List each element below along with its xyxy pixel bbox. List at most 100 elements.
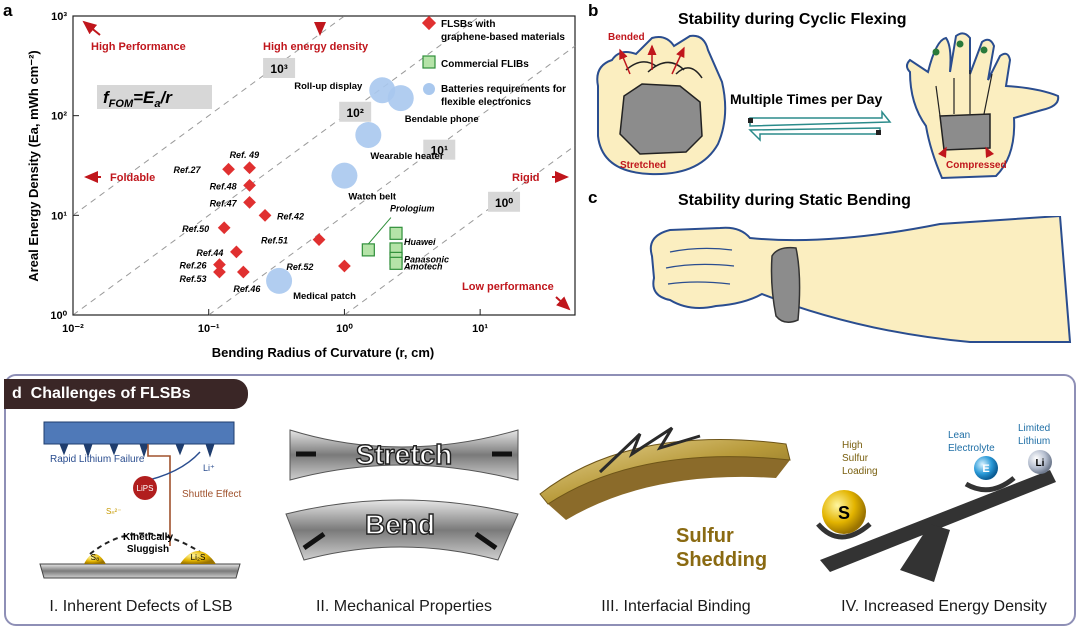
- device-label: Wearable heater: [370, 151, 444, 162]
- fingertip-dot-3: [980, 46, 988, 54]
- label-high-performance: High Performance: [91, 41, 186, 53]
- flsb-label: Ref.46: [233, 284, 261, 294]
- device-point: [266, 267, 293, 294]
- label-sulfur: Sulfur: [676, 525, 734, 547]
- flsb-label: Ref.47: [210, 198, 238, 208]
- flsb-point: [213, 258, 226, 272]
- flib-label: Prologium: [390, 203, 435, 213]
- flib-point: [361, 243, 375, 257]
- sulfur-ball: [822, 490, 866, 534]
- label-shedding: Shedding: [676, 549, 767, 571]
- flib-label: Huawei: [404, 237, 436, 247]
- device-point: [331, 162, 358, 189]
- label-lean: Lean: [948, 430, 970, 441]
- left-pan: [816, 522, 872, 540]
- panel-b-letter: b: [588, 1, 599, 20]
- label-rigid: Rigid: [512, 172, 540, 184]
- flsb-label: Ref.26: [179, 261, 207, 271]
- label-stretched: Stretched: [620, 160, 666, 171]
- fom-label-box: [488, 191, 521, 212]
- flib-point: [389, 226, 403, 240]
- label-e-ball: E: [982, 463, 989, 475]
- flsb-point: [213, 265, 226, 279]
- label-low-performance: Low performance: [462, 281, 554, 293]
- panel-d-frame: [4, 374, 1076, 626]
- label-limited: Limited: [1018, 423, 1050, 434]
- fom-line: [72, 15, 345, 216]
- y-tick-label: 10³: [51, 11, 67, 23]
- legend-label-flsb-line2: graphene-based materials: [441, 32, 565, 43]
- flsb-point: [230, 245, 243, 259]
- open-hand: [906, 32, 1060, 180]
- label-compressed: Compressed: [946, 160, 1007, 171]
- bend-arrows: [302, 531, 498, 551]
- arrow-forward: [749, 109, 892, 127]
- device-label: Medical patch: [293, 291, 356, 302]
- device-label: Watch belt: [348, 192, 397, 203]
- fom-label: 10²: [347, 106, 364, 120]
- panel-c-title: Stability during Static Bending: [678, 192, 911, 209]
- fom-line: [208, 45, 576, 316]
- battery-stretched: [619, 83, 703, 155]
- balance-beam: [820, 470, 1056, 572]
- item-energy-density: High Sulfur Loading Lean Electrolyte Lim…: [816, 423, 1056, 582]
- flsb-label: Ref.42: [277, 211, 304, 221]
- bend-arrow-1: [619, 48, 631, 75]
- panel-d-tab: d Challenges of FLSBs: [4, 379, 248, 409]
- label-kinetically: Kinetically: [123, 532, 173, 543]
- low-performance-arrow: [555, 296, 571, 311]
- legend-marker-device: [423, 83, 435, 95]
- lithium-anode: [43, 421, 235, 445]
- bend-bar: [285, 499, 519, 561]
- electrolyte-ball: [974, 456, 998, 480]
- caption-interfacial: III. Interfacial Binding: [601, 598, 751, 615]
- flsb-point: [243, 161, 256, 175]
- caption-inherent-defects: I. Inherent Defects of LSB: [49, 598, 233, 615]
- item-mechanical: Stretch Bend: [285, 429, 519, 561]
- s8-dome: [84, 554, 106, 564]
- lithium-ball: [1028, 450, 1052, 474]
- label-rapid-lithium: Rapid Lithium Failure: [50, 454, 145, 465]
- label-li2s: Li₂S: [191, 553, 206, 562]
- lips-ball: [133, 476, 157, 500]
- label-high-energy: High energy density: [263, 41, 369, 53]
- label-s8: S₈: [91, 553, 100, 562]
- device-point: [355, 121, 382, 148]
- compress-arrow-1: [937, 146, 947, 159]
- fingertip-dot-1: [932, 48, 940, 56]
- flib-label: Amotech: [403, 261, 443, 271]
- label-high: High: [842, 440, 863, 451]
- item-inherent-defects: Rapid Lithium Failure Li⁺ LiPS Shuttle E…: [39, 421, 242, 579]
- flib-point: [389, 256, 403, 270]
- fom-label: 10¹: [431, 144, 448, 158]
- fom-lines: [72, 15, 576, 316]
- flsb-label: Ref.51: [261, 236, 288, 246]
- panel-d-letter: d: [12, 385, 22, 402]
- flsb-label: Ref.27: [174, 165, 202, 175]
- kinetic-path: [89, 532, 201, 555]
- legend-label-flsb-line1: FLSBs with: [441, 19, 495, 30]
- x-tick-label: 10⁰: [336, 323, 353, 335]
- label-lithium: Lithium: [1018, 436, 1050, 447]
- label-lips: LiPS: [137, 484, 154, 493]
- finger-wires: [935, 70, 993, 117]
- label-loading: Loading: [842, 466, 878, 477]
- flsb-point: [236, 265, 250, 279]
- panel-b-title: Stability during Cyclic Flexing: [678, 11, 907, 28]
- hands-illustration: Bended Stretched Multiple Times per Day …: [596, 32, 1060, 180]
- arrow-dot-2: [876, 130, 881, 135]
- fom-label-box: [423, 139, 456, 160]
- y-axis-title: Areal Energy Density (Ea, mWh cm⁻²): [26, 50, 41, 282]
- flsb-label: Ref.53: [179, 274, 206, 284]
- flsb-point: [243, 195, 256, 209]
- fom-line: [344, 145, 576, 316]
- dendrites: [59, 443, 215, 458]
- x-tick-label: 10⁻¹: [198, 323, 220, 335]
- label-sluggish: Sluggish: [127, 544, 169, 555]
- label-sn: Sₙ²⁻: [106, 507, 121, 516]
- sulfur-layer: [539, 439, 791, 505]
